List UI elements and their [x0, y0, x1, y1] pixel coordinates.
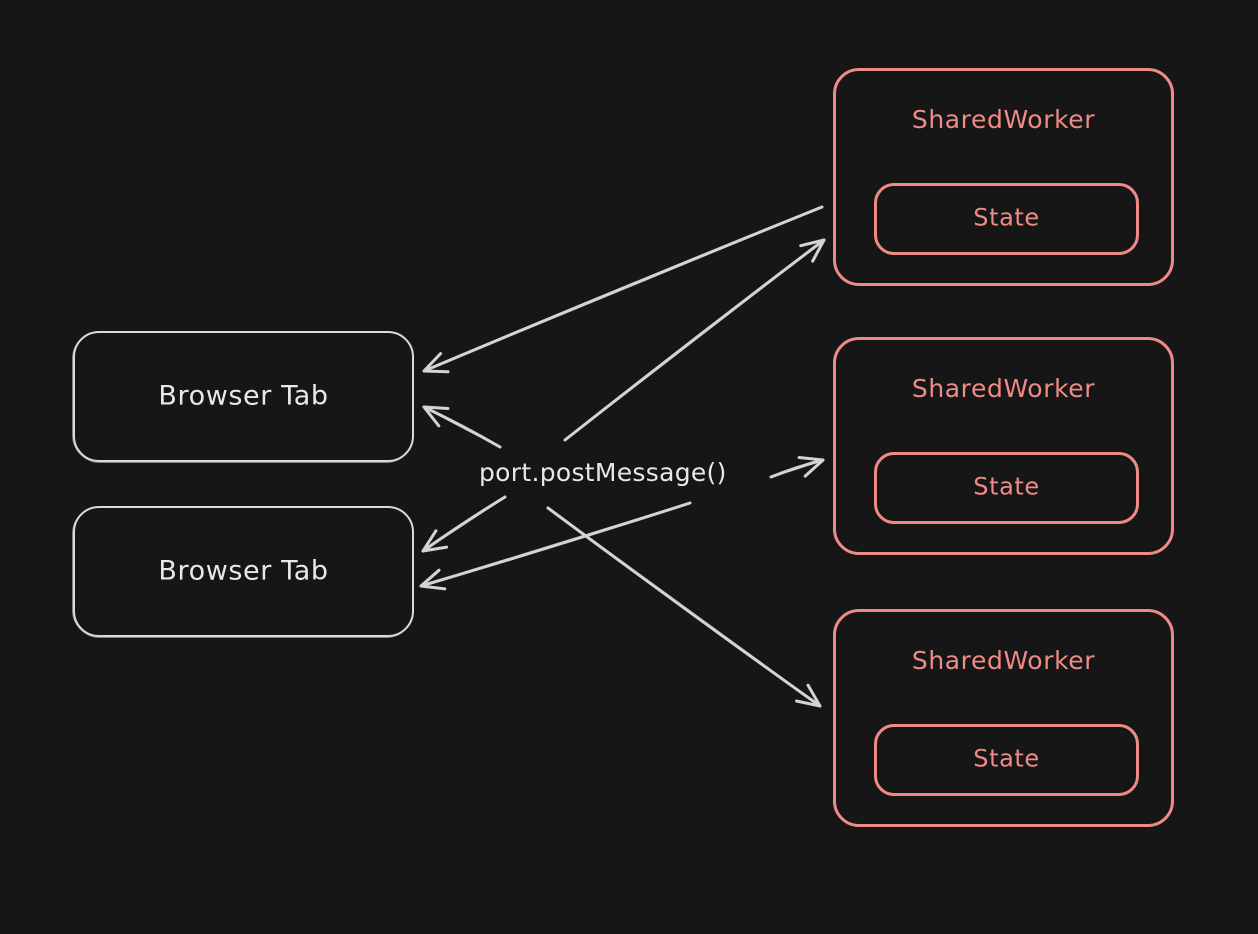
- sharedworker-1-title: SharedWorker: [911, 105, 1096, 134]
- sharedworker-1-state-label: State: [973, 203, 1040, 232]
- node-sharedworker-1[interactable]: SharedWorker State: [833, 68, 1174, 286]
- sharedworker-3-state-box[interactable]: State: [874, 724, 1139, 796]
- sharedworker-3-state-label: State: [973, 744, 1040, 773]
- sharedworker-2-state-box[interactable]: State: [874, 452, 1139, 524]
- sharedworker-1-state-box[interactable]: State: [874, 183, 1139, 255]
- node-browser-tab-1[interactable]: Browser Tab: [72, 331, 414, 463]
- sharedworker-3-title: SharedWorker: [911, 646, 1096, 675]
- node-sharedworker-3[interactable]: SharedWorker State: [833, 609, 1174, 827]
- node-browser-tab-2[interactable]: Browser Tab: [72, 506, 414, 638]
- arrow-label-to-worker2: [769, 456, 825, 479]
- browser-tab-2-label: Browser Tab: [158, 554, 329, 586]
- arrow-label-to-worker3: [546, 506, 822, 708]
- arrow-label-to-worker1: [563, 238, 826, 442]
- sharedworker-2-state-label: State: [973, 472, 1040, 501]
- arrow-worker2-to-tab2: [419, 501, 692, 591]
- browser-tab-1-label: Browser Tab: [158, 379, 329, 411]
- sharedworker-2-title: SharedWorker: [911, 374, 1096, 403]
- node-sharedworker-2[interactable]: SharedWorker State: [833, 337, 1174, 555]
- arrow-label-to-tab2: [421, 495, 507, 553]
- arrow-worker1-to-tab1: [422, 205, 824, 374]
- arrow-label-to-tab1: [422, 405, 502, 449]
- edge-label-post-message: port.postMessage(): [479, 458, 727, 487]
